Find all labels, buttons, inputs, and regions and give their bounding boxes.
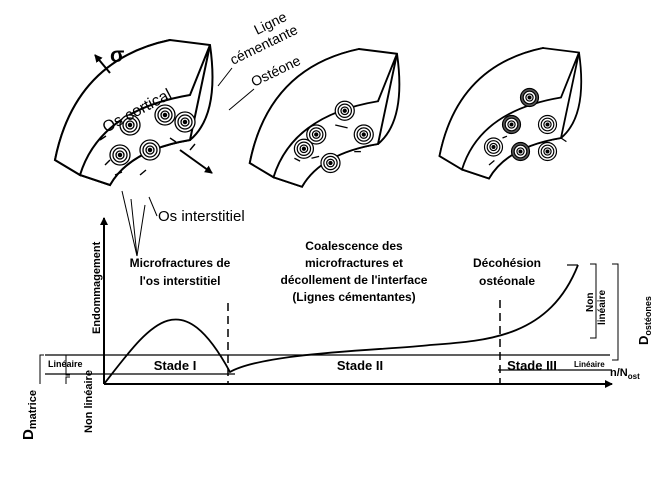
- right-non-label: Non: [585, 293, 596, 312]
- microcrack: [502, 135, 508, 139]
- microcrack: [488, 160, 495, 166]
- microcrack: [560, 137, 567, 143]
- stage-label-2: Stade II: [337, 358, 383, 373]
- svg-text:Coalescence des: Coalescence des: [305, 239, 403, 253]
- osteon: [174, 111, 196, 133]
- svg-text:ostéonale: ostéonale: [479, 274, 535, 288]
- left-lineaire-label: Linéaire: [48, 359, 83, 369]
- bone-segment-3: [438, 47, 583, 180]
- osteon: [519, 87, 540, 108]
- microcrack: [294, 157, 301, 162]
- svg-text:microfractures et: microfractures et: [305, 256, 403, 270]
- stage-label-1: Stade I: [154, 358, 197, 373]
- bone-segment-2: [248, 48, 401, 188]
- annotation-coalescence: Coalescence des microfractures et décoll…: [281, 239, 428, 304]
- osteon: [306, 124, 327, 145]
- cortical-bone-segments: [53, 38, 583, 188]
- microcrack: [139, 169, 147, 176]
- left-bracket-lineaire: [65, 354, 70, 376]
- osteon: [109, 144, 131, 166]
- leader-interstitiel: [148, 196, 158, 217]
- leader-ligne: [217, 67, 233, 87]
- osteon: [510, 141, 531, 162]
- osteon: [483, 137, 504, 157]
- svg-text:l'os interstitiel: l'os interstitiel: [140, 274, 221, 288]
- damage-curve: [103, 264, 579, 385]
- osteon: [154, 104, 176, 126]
- right-bracket-non-lineaire: [590, 263, 597, 339]
- d-matrice-label: Dmatrice: [20, 390, 39, 440]
- microcrack: [335, 124, 348, 129]
- d-osteones-bracket: [612, 263, 619, 361]
- svg-text:(Lignes cémentantes): (Lignes cémentantes): [292, 290, 415, 304]
- x-axis-label: n/Nost: [610, 367, 640, 381]
- leader-micro-1: [121, 190, 138, 257]
- microcrack: [104, 159, 111, 166]
- right-lineaire-label: Linéaire: [574, 360, 605, 369]
- osteon: [537, 114, 558, 135]
- annotation-microfractures: Microfractures de l'os interstitiel: [130, 256, 231, 288]
- annotation-decohesion: Décohésion ostéonale: [473, 256, 541, 288]
- osteon: [293, 138, 315, 159]
- right-lineaire-label-2: linéaire: [597, 290, 608, 325]
- left-non-lineaire-label: Non linéaire: [83, 370, 95, 433]
- leader-micro-2: [130, 198, 138, 257]
- osteon: [353, 124, 374, 145]
- left-bracket-non-lineaire: [65, 376, 70, 384]
- y-axis-label: Endommagement: [91, 241, 103, 334]
- d-matrice-bracket: [39, 354, 44, 384]
- label-os-interstitiel: Os interstitiel: [158, 208, 245, 225]
- microcrack: [311, 155, 320, 159]
- svg-text:Décohésion: Décohésion: [473, 256, 541, 270]
- osteon: [334, 100, 355, 121]
- svg-text:décollement de l'interface: décollement de l'interface: [281, 273, 428, 287]
- stage-label-3: Stade III: [507, 358, 557, 373]
- osteon: [537, 141, 558, 162]
- microcrack: [114, 171, 123, 176]
- microcrack: [169, 137, 177, 143]
- bone-segment-1: [53, 38, 214, 187]
- radial-arrow: [179, 149, 213, 174]
- d-osteones-label: Dostéones: [636, 296, 653, 345]
- osteon: [320, 152, 341, 174]
- leader-osteone: [228, 88, 255, 111]
- sigma-symbol: σ: [110, 44, 124, 67]
- stress-arrow: [94, 54, 111, 74]
- microcrack: [189, 143, 196, 151]
- leader-micro-3: [136, 204, 146, 257]
- osteon: [119, 114, 141, 136]
- osteon: [501, 114, 522, 135]
- microcrack: [99, 135, 107, 141]
- osteon: [139, 139, 161, 161]
- svg-text:Microfractures de: Microfractures de: [130, 256, 231, 270]
